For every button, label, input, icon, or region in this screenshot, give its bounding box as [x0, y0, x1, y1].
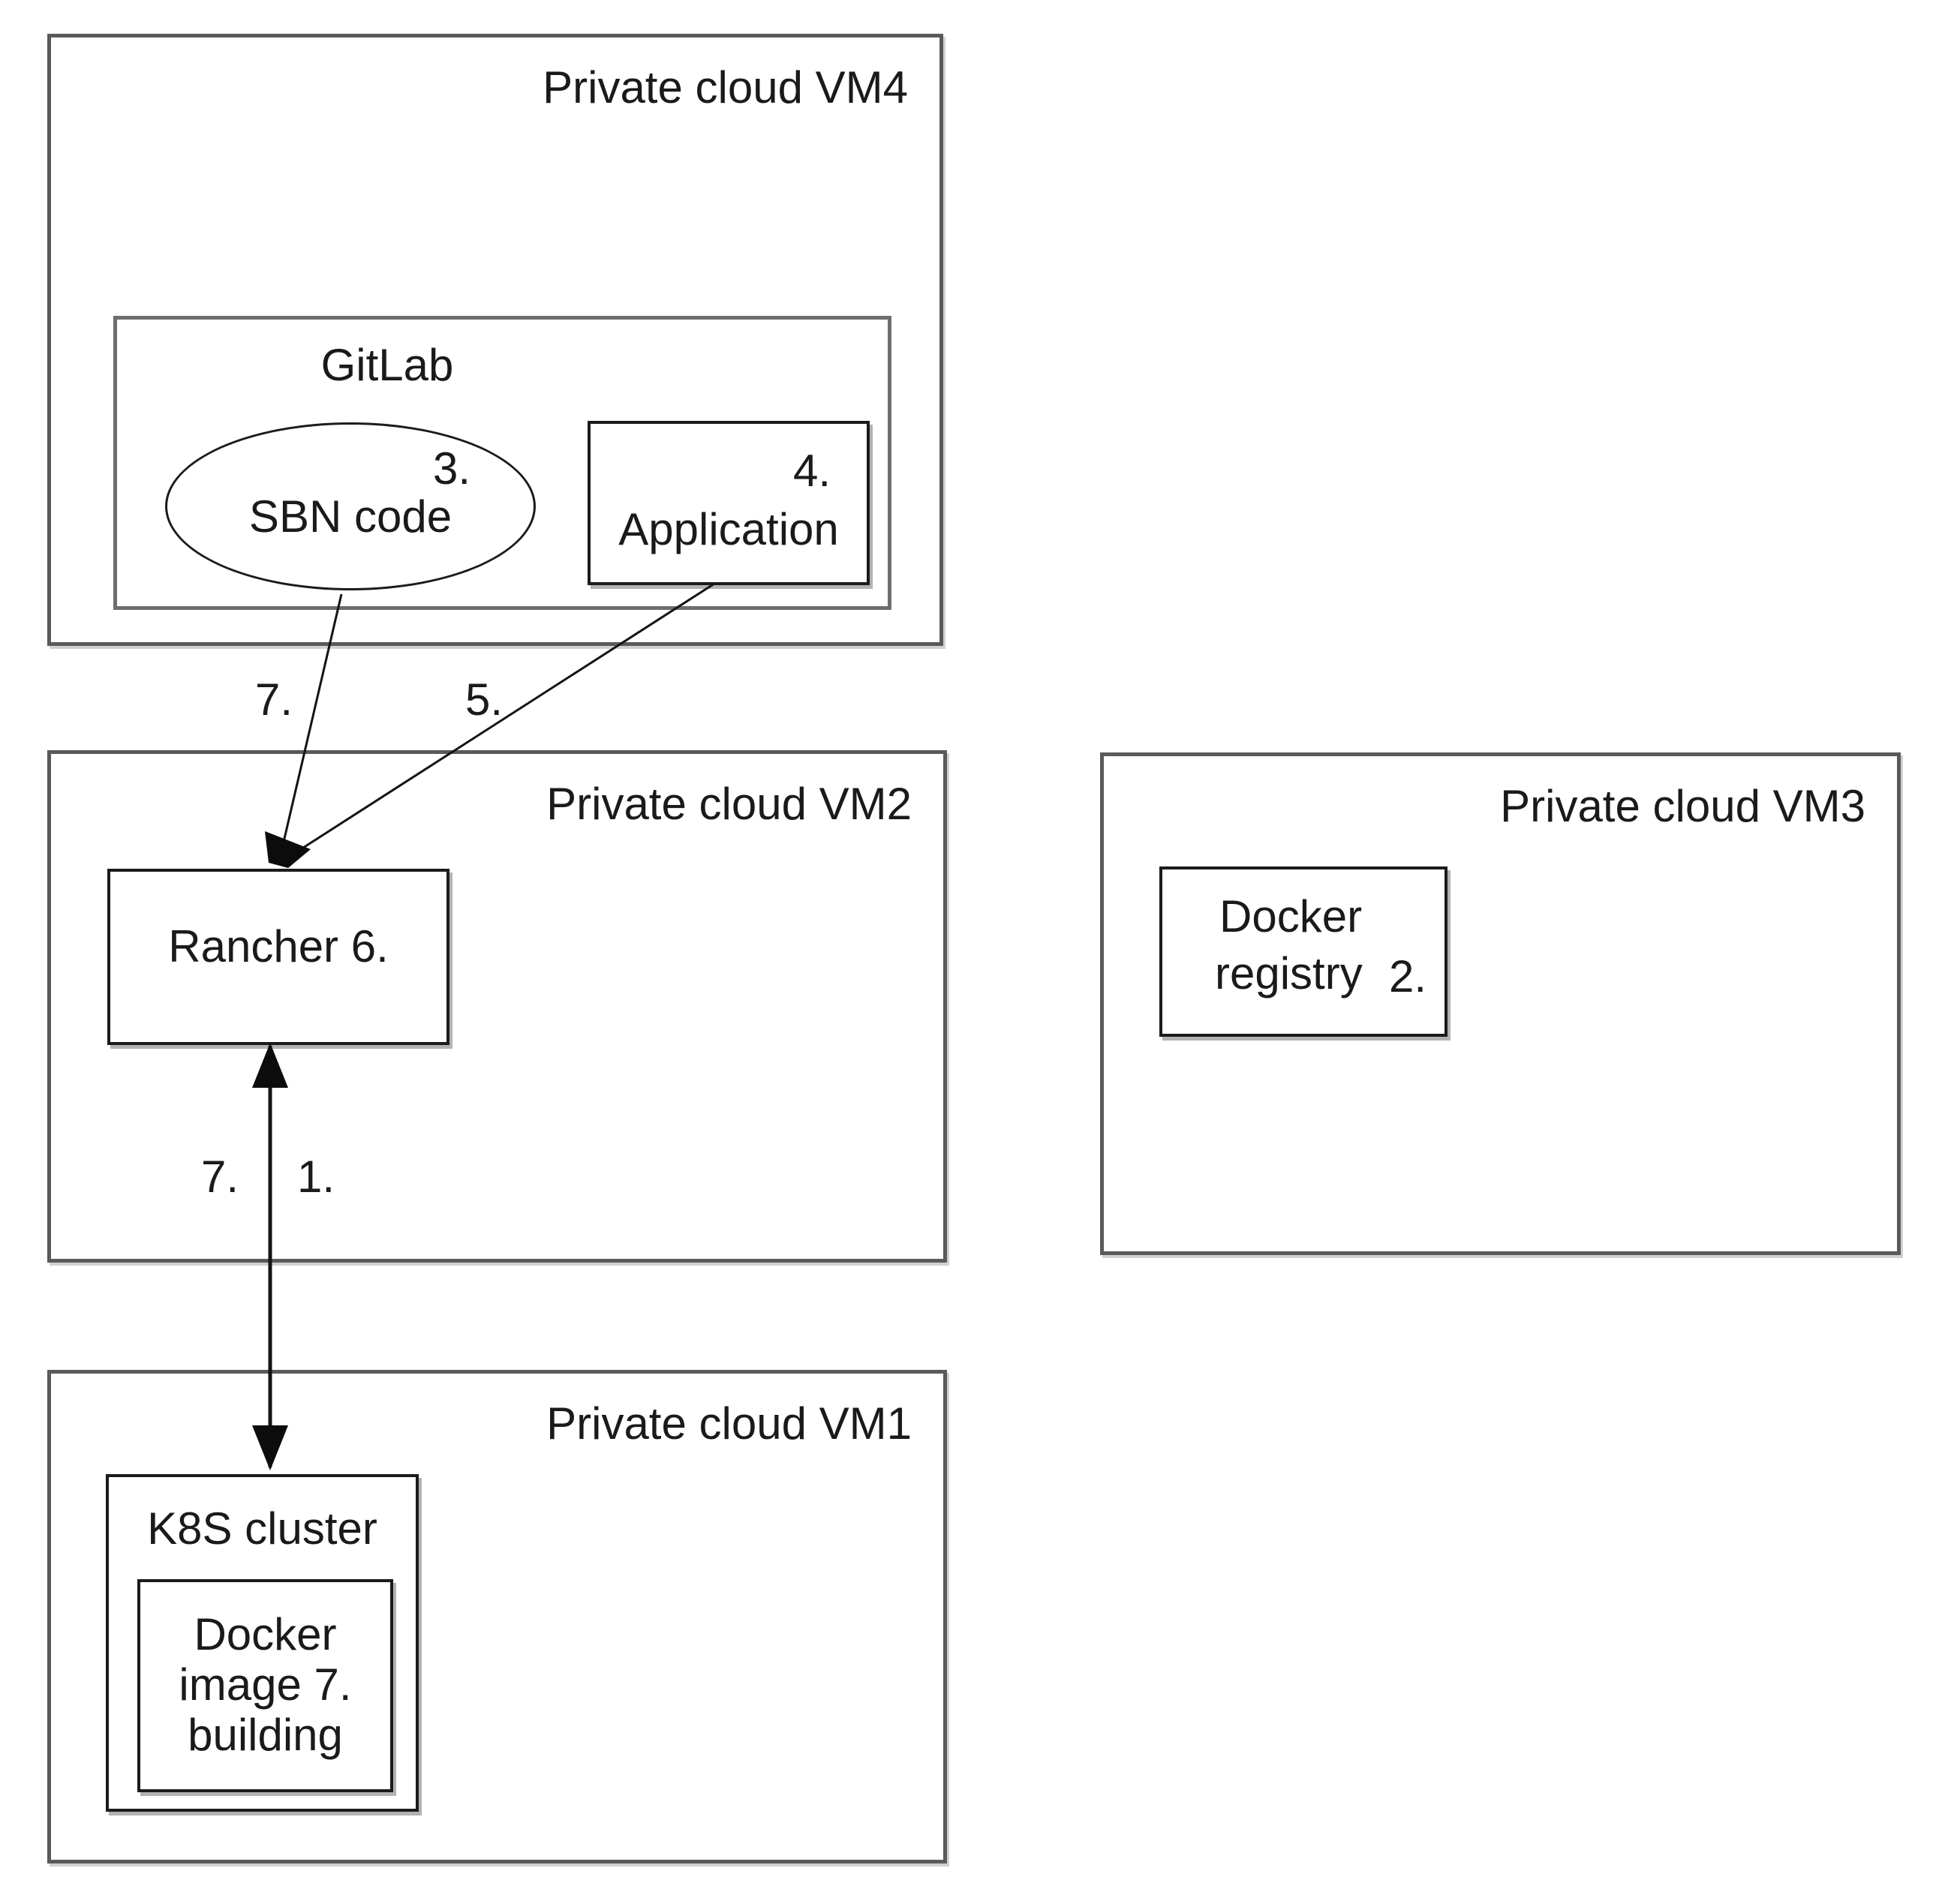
gitlab-box: GitLab 3. SBN code 4. Application: [113, 316, 891, 610]
vm3-box: Private cloud VM3 Docker registry 2.: [1100, 752, 1901, 1255]
docker-registry-box: Docker registry 2.: [1159, 866, 1447, 1037]
docker-registry-line2: registry: [1215, 948, 1363, 999]
vm1-box: Private cloud VM1 K8S cluster Docker ima…: [47, 1370, 947, 1863]
application-number: 4.: [792, 446, 831, 496]
sbn-code-label: SBN code: [248, 491, 452, 542]
k8s-cluster-title: K8S cluster: [147, 1503, 377, 1554]
k8s-cluster-box: K8S cluster Docker image 7. building: [106, 1474, 419, 1812]
vm2-title: Private cloud VM2: [546, 779, 912, 829]
application-box: 4. Application: [588, 421, 870, 585]
rancher-box: Rancher 6.: [107, 869, 449, 1045]
gitlab-title: GitLab: [320, 340, 454, 390]
vm4-box: Private cloud VM4 GitLab 3. SBN code 4. …: [47, 34, 943, 646]
docker-image-line2: image 7.: [179, 1659, 352, 1710]
vm1-title: Private cloud VM1: [546, 1398, 912, 1449]
label-rancher-k8s-left: 7.: [201, 1152, 239, 1202]
docker-registry-number: 2.: [1389, 951, 1427, 1002]
rancher-label: Rancher 6.: [168, 921, 389, 972]
docker-registry-line1: Docker: [1219, 891, 1363, 941]
docker-image-building-box: Docker image 7. building: [137, 1579, 393, 1792]
sbn-code-number: 3.: [433, 443, 471, 494]
docker-image-line3: building: [188, 1710, 343, 1760]
label-application-to-rancher: 5.: [465, 674, 504, 725]
label-rancher-k8s-right: 1.: [297, 1152, 335, 1202]
vm4-title: Private cloud VM4: [543, 62, 908, 113]
application-label: Application: [618, 504, 839, 554]
docker-image-line1: Docker: [194, 1609, 337, 1659]
vm2-box: Private cloud VM2 Rancher 6.: [47, 750, 947, 1263]
label-sbn-to-rancher: 7.: [255, 674, 293, 725]
vm3-title: Private cloud VM3: [1500, 781, 1865, 831]
sbn-code-ellipse: 3. SBN code: [165, 422, 536, 590]
